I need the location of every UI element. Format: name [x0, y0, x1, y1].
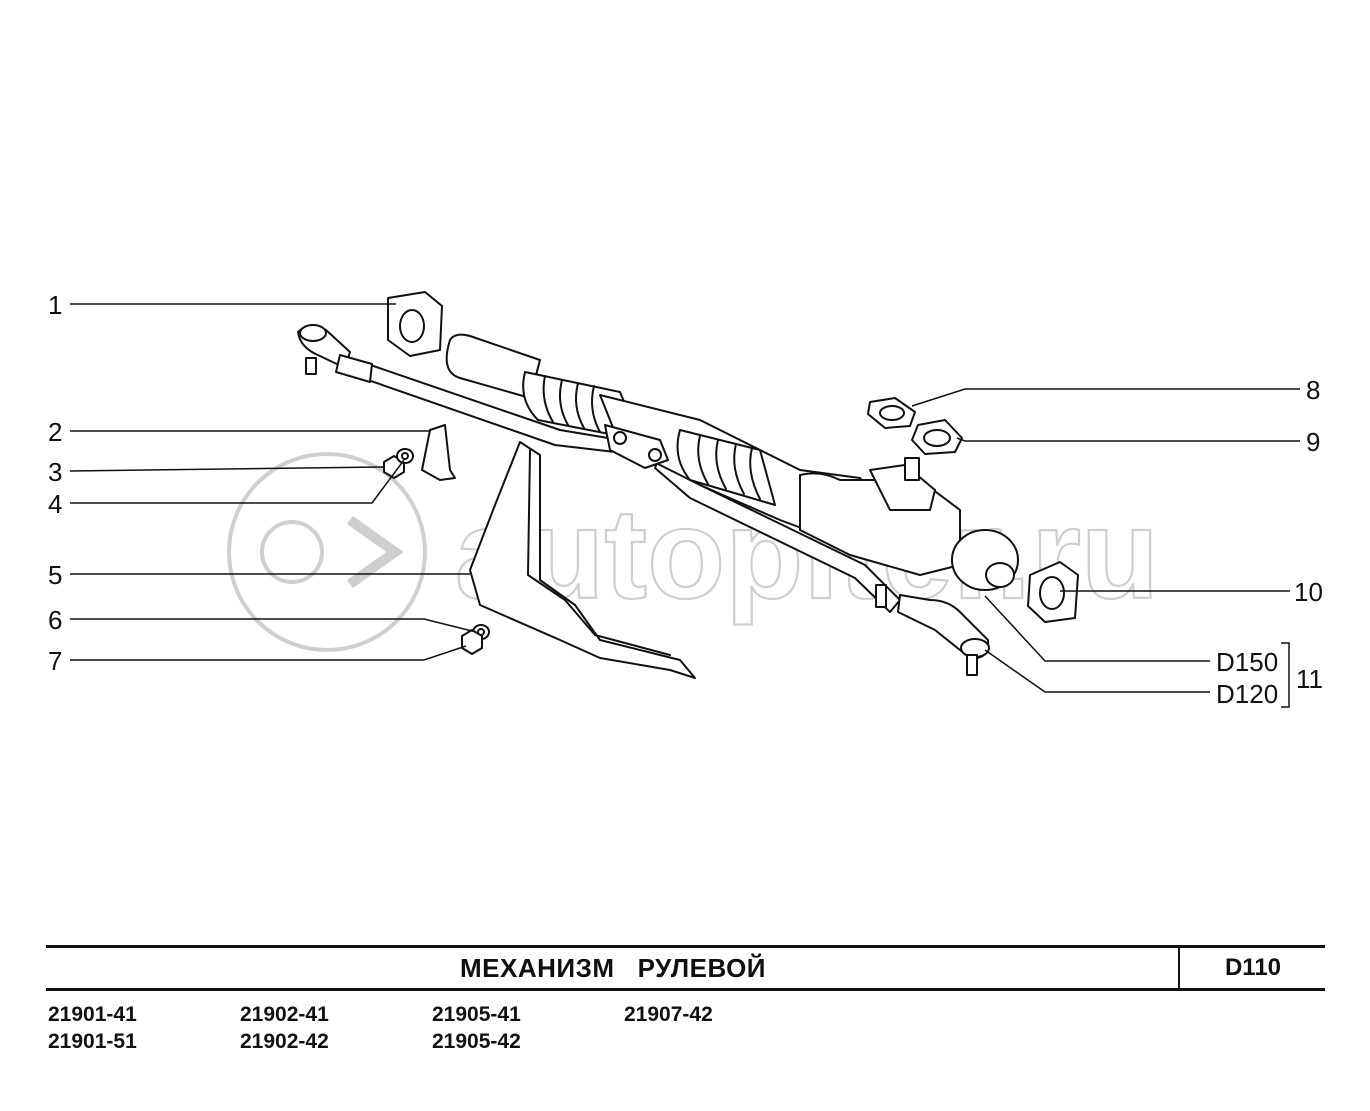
model-code: 21902-42: [240, 1030, 329, 1053]
part-9-gasket: [911, 419, 963, 455]
leader-lines: [69, 303, 1300, 708]
leader-3: [69, 466, 385, 472]
pinion-housing: [799, 457, 1019, 591]
title-block-bottom-rule: [46, 988, 1325, 991]
callout-1: 1: [48, 290, 62, 320]
part-2-clamp: [421, 424, 456, 481]
leader-d150: [984, 595, 1210, 662]
left-bellows-ribs: [542, 375, 601, 433]
part-10-cushion: [1027, 561, 1079, 623]
leader-7: [70, 645, 467, 661]
leader-9: [956, 437, 1300, 442]
leader-8: [911, 388, 1300, 407]
callout-d120: D120: [1216, 679, 1278, 709]
callout-6: 6: [48, 605, 62, 635]
model-code: 21901-41: [48, 1003, 137, 1026]
part-5-heat-shield-edge: [527, 449, 671, 656]
drawing-title: МЕХАНИЗМ РУЛЕВОЙ: [459, 952, 766, 983]
leader-6: [70, 618, 477, 633]
leader-4: [70, 459, 405, 504]
callout-7: 7: [48, 646, 62, 676]
center-mounting-bracket: [604, 424, 669, 469]
watermark-logo-inner: [260, 520, 324, 584]
steering-rack-assembly: [297, 291, 1079, 679]
model-code: 21902-41: [240, 1003, 329, 1026]
right-tie-rod-end: [875, 584, 990, 676]
callout-9: 9: [1306, 427, 1320, 457]
watermark-logo-ring: [227, 452, 427, 652]
part-1-cushion: [387, 291, 443, 357]
right-tie-rod: [654, 454, 901, 613]
model-code: 21907-42: [624, 1003, 713, 1026]
drawing-code: D110: [1224, 954, 1282, 981]
model-code: 21905-42: [432, 1030, 521, 1053]
title-block-top-rule: [46, 945, 1325, 948]
part-5-heat-shield: [469, 441, 696, 679]
callout-2: 2: [48, 417, 62, 447]
bracket-11: [1281, 642, 1290, 708]
title-block-divider: [1178, 945, 1180, 991]
left-tie-rod-end: [297, 324, 373, 383]
part-8-seal: [867, 397, 916, 429]
callout-d150: D150: [1216, 647, 1278, 677]
right-bellows-ribs: [697, 435, 761, 500]
part-7-nut: [461, 629, 483, 655]
callout-3: 3: [48, 457, 62, 487]
callout-5: 5: [48, 560, 62, 590]
callout-4: 4: [48, 489, 62, 519]
model-code: 21905-41: [432, 1003, 521, 1026]
right-bellows: [676, 429, 776, 506]
callout-8: 8: [1306, 375, 1320, 405]
leader-d120: [984, 649, 1210, 693]
callout-10: 10: [1294, 577, 1323, 607]
callout-labels: 1 2 3 4 5 6 7 8 9 10 D150 D120 11: [48, 290, 1323, 709]
part-4-washer: [396, 448, 414, 464]
callout-11: 11: [1296, 664, 1323, 694]
model-code: 21901-51: [48, 1030, 137, 1053]
